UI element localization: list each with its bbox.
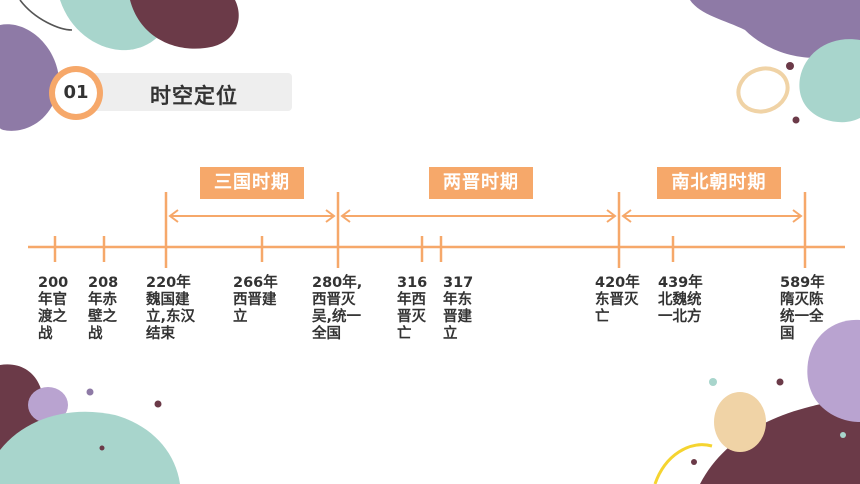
- event-line: 立: [233, 309, 248, 325]
- event-line: 439年: [658, 275, 703, 291]
- dot-bottom-left: [86, 388, 94, 396]
- purple-blob-bottom-right: [807, 319, 860, 422]
- ring-top-right: [736, 66, 790, 114]
- event-line: 壁之: [88, 309, 117, 325]
- event-line: 一北方: [658, 309, 702, 325]
- event-line: 266年: [233, 275, 278, 291]
- event-line: 晋灭: [397, 309, 426, 325]
- yellow-arc-bottom-right: [653, 443, 713, 484]
- dark-blob-bottom-right: [700, 395, 860, 484]
- purple-blob-top-right: [690, 0, 860, 58]
- event-line: 589年: [780, 275, 825, 291]
- event-line: 魏国建: [146, 292, 190, 308]
- teal-blob-top-right: [799, 39, 860, 123]
- event-line: 亡: [397, 326, 412, 342]
- event-line: 220年: [146, 275, 191, 291]
- teal-blob-bottom-left: [0, 411, 180, 484]
- dot-bottom-right: [709, 378, 717, 386]
- event-200: 200 年官 渡之 战: [38, 275, 68, 343]
- timeline-tick-marks: [53, 192, 807, 268]
- dot-bottom-right-3: [691, 459, 697, 465]
- event-line: 年西: [397, 292, 426, 308]
- period-label-sanguo: 三国时期: [200, 167, 304, 199]
- beige-blob-bottom-right: [714, 392, 766, 452]
- line-arc-top-left: [19, 0, 73, 31]
- dot-bottom-left-2: [154, 400, 162, 408]
- event-420: 420年 东晋灭 亡: [595, 275, 640, 326]
- purple-blob-top-left: [0, 24, 59, 131]
- period-range-arrows: [168, 209, 803, 223]
- event-589: 589年 隋灭陈 统一全 国: [780, 275, 825, 343]
- section-number-badge: 01: [40, 62, 112, 134]
- event-line: 统一全: [780, 309, 824, 325]
- event-line: 316: [397, 275, 428, 291]
- dot-bottom-left-3: [99, 445, 105, 451]
- dot-top-right-2: [792, 116, 800, 124]
- event-line: 战: [38, 326, 53, 342]
- event-line: 208: [88, 275, 119, 291]
- event-220: 220年 魏国建 立,东汉 结束: [146, 275, 195, 343]
- badge-ring-icon: [49, 66, 103, 120]
- event-line: 立: [443, 326, 458, 342]
- period-label-nanbeichao: 南北朝时期: [657, 167, 781, 199]
- event-line: 结束: [146, 326, 175, 342]
- event-line: 西晋建: [233, 292, 277, 308]
- section-title: 时空定位: [150, 84, 238, 108]
- event-line: 东晋灭: [595, 292, 639, 308]
- dot-bottom-right-4: [840, 432, 846, 438]
- event-line: 晋建: [443, 309, 472, 325]
- event-266: 266年 西晋建 立: [233, 275, 278, 326]
- event-208: 208 年赤 壁之 战: [88, 275, 118, 343]
- event-line: 280年,: [312, 275, 363, 291]
- event-line: 隋灭陈: [780, 292, 824, 308]
- event-line: 西晋灭: [312, 292, 356, 308]
- section-title-bar: [82, 73, 292, 111]
- event-439: 439年 北魏统 一北方: [658, 275, 703, 326]
- event-line: 全国: [312, 326, 341, 342]
- event-line: 立,东汉: [146, 309, 196, 325]
- dot-bottom-right-2: [776, 378, 784, 386]
- dot-top-right: [786, 62, 794, 70]
- event-280: 280年, 西晋灭 吴,统一 全国: [312, 275, 362, 343]
- event-line: 国: [780, 326, 795, 342]
- period-label-liangjin: 两晋时期: [429, 167, 533, 199]
- event-316: 316 年西 晋灭 亡: [397, 275, 427, 343]
- event-line: 317: [443, 275, 474, 291]
- event-line: 吴,统一: [312, 309, 362, 325]
- event-line: 年赤: [88, 292, 117, 308]
- event-317: 317 年东 晋建 立: [443, 275, 473, 343]
- event-line: 200: [38, 275, 69, 291]
- event-line: 渡之: [38, 309, 67, 325]
- event-line: 战: [88, 326, 103, 342]
- event-line: 年官: [38, 292, 67, 308]
- section-number: 01: [63, 82, 89, 103]
- event-line: 420年: [595, 275, 640, 291]
- purple-circle-bottom-left: [28, 387, 68, 423]
- event-line: 年东: [443, 292, 472, 308]
- dark-blob-top-left: [130, 0, 239, 49]
- event-line: 北魏统: [658, 292, 702, 308]
- event-line: 亡: [595, 309, 610, 325]
